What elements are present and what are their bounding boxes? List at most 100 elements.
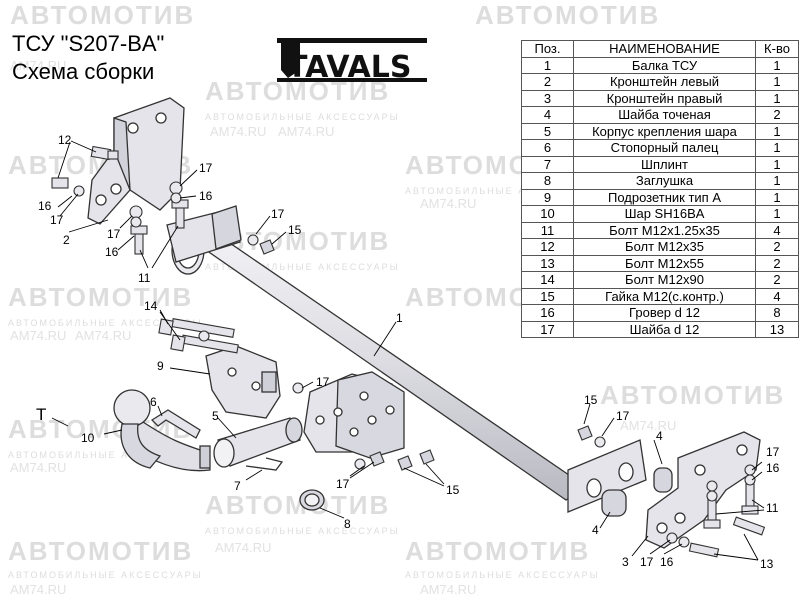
callout-17: 17 (766, 445, 780, 459)
cell-name: Болт M12x90 (573, 271, 756, 289)
cell-name: Кронштейн правый (573, 89, 756, 107)
cell-name: Балка ТСУ (573, 56, 756, 74)
cell-qty: 1 (755, 188, 799, 206)
cell-pos: 17 (521, 320, 574, 338)
cell-name: Стопорный палец (573, 139, 756, 157)
drawing-subtitle: Схема сборки (12, 59, 155, 84)
cell-name: Подрозетник тип А (573, 188, 756, 206)
leader-lines (51, 140, 765, 561)
tavals-logo: TAVALS (277, 38, 427, 85)
callout-17: 17 (336, 477, 350, 491)
cell-qty: 1 (755, 155, 799, 173)
callout-16: 16 (38, 199, 52, 213)
cell-name: Заглушка (573, 172, 756, 190)
cell-pos: 5 (521, 122, 574, 140)
cell-qty: 8 (755, 304, 799, 322)
cell-name: Гайка M12(с.контр.) (573, 287, 756, 305)
lock-pin (150, 409, 201, 439)
callout-17: 17 (271, 207, 285, 221)
cell-pos: 2 (521, 73, 574, 91)
callout-17: 17 (616, 409, 630, 423)
beam-tsu (166, 205, 647, 513)
cotter-pin (245, 457, 284, 471)
callout-4: 4 (592, 523, 599, 537)
cell-qty: 1 (755, 122, 799, 140)
callout-16: 16 (660, 555, 674, 569)
cell-name: Корпус крепления шара (573, 122, 756, 140)
callout-15: 15 (288, 223, 302, 237)
col-header-name: НАИМЕНОВАНИЕ (573, 40, 756, 58)
col-header-qty: К-во (755, 40, 799, 58)
callout-13: 13 (760, 557, 774, 571)
callout-8: 8 (344, 517, 351, 531)
callout-17: 17 (316, 375, 330, 389)
ball-housing (213, 417, 303, 468)
callout-2: 2 (63, 233, 70, 247)
cell-pos: 16 (521, 304, 574, 322)
cell-qty: 2 (755, 271, 799, 289)
callout-3: 3 (622, 555, 629, 569)
bracket-left (87, 97, 185, 225)
washer-turned (601, 467, 673, 517)
cell-qty: 1 (755, 139, 799, 157)
callout-5: 5 (212, 409, 219, 423)
callout-16: 16 (199, 189, 213, 203)
callout-15: 15 (446, 483, 460, 497)
cell-pos: 12 (521, 238, 574, 256)
callout-16: 16 (105, 245, 119, 259)
cell-name: Шайба d 12 (573, 320, 756, 338)
callout-17: 17 (107, 227, 121, 241)
callout-16: 16 (766, 461, 780, 475)
cell-qty: 1 (755, 172, 799, 190)
cell-name: Шар SH16BA (573, 205, 756, 223)
cell-qty: 1 (755, 205, 799, 223)
drawing-title: ТСУ "S207-BA" (12, 31, 165, 56)
cell-qty: 2 (755, 106, 799, 124)
callout-t: T (36, 405, 46, 424)
callout-6: 6 (150, 395, 157, 409)
callout-4: 4 (656, 429, 663, 443)
cell-pos: 15 (521, 287, 574, 305)
cell-qty: 1 (755, 89, 799, 107)
callout-17: 17 (640, 555, 654, 569)
cell-qty: 4 (755, 221, 799, 239)
cell-qty: 4 (755, 287, 799, 305)
cell-pos: 1 (521, 56, 574, 74)
cell-pos: 3 (521, 89, 574, 107)
callout-11: 11 (766, 501, 779, 515)
callout-labels: 12 16 17 2 17 16 11 17 16 17 15 1 14 9 1… (36, 133, 780, 571)
callout-11: 11 (138, 271, 151, 285)
callout-10: 10 (81, 431, 95, 445)
cell-pos: 7 (521, 155, 574, 173)
cell-name: Гровер d 12 (573, 304, 756, 322)
cell-qty: 2 (755, 238, 799, 256)
plug-cap (299, 489, 325, 511)
cell-pos: 4 (521, 106, 574, 124)
cell-pos: 10 (521, 205, 574, 223)
cell-pos: 13 (521, 254, 574, 272)
cell-pos: 14 (521, 271, 574, 289)
tow-ball (113, 389, 211, 472)
callout-7: 7 (234, 479, 241, 493)
col-header-pos: Поз. (521, 40, 574, 58)
callout-17: 17 (50, 213, 64, 227)
cell-name: Болт M12x35 (573, 238, 756, 256)
cell-name: Кронштейн левый (573, 73, 756, 91)
cell-name: Шплинт (573, 155, 756, 173)
table-header-row: Поз. НАИМЕНОВАНИЕ К-во (521, 40, 799, 58)
